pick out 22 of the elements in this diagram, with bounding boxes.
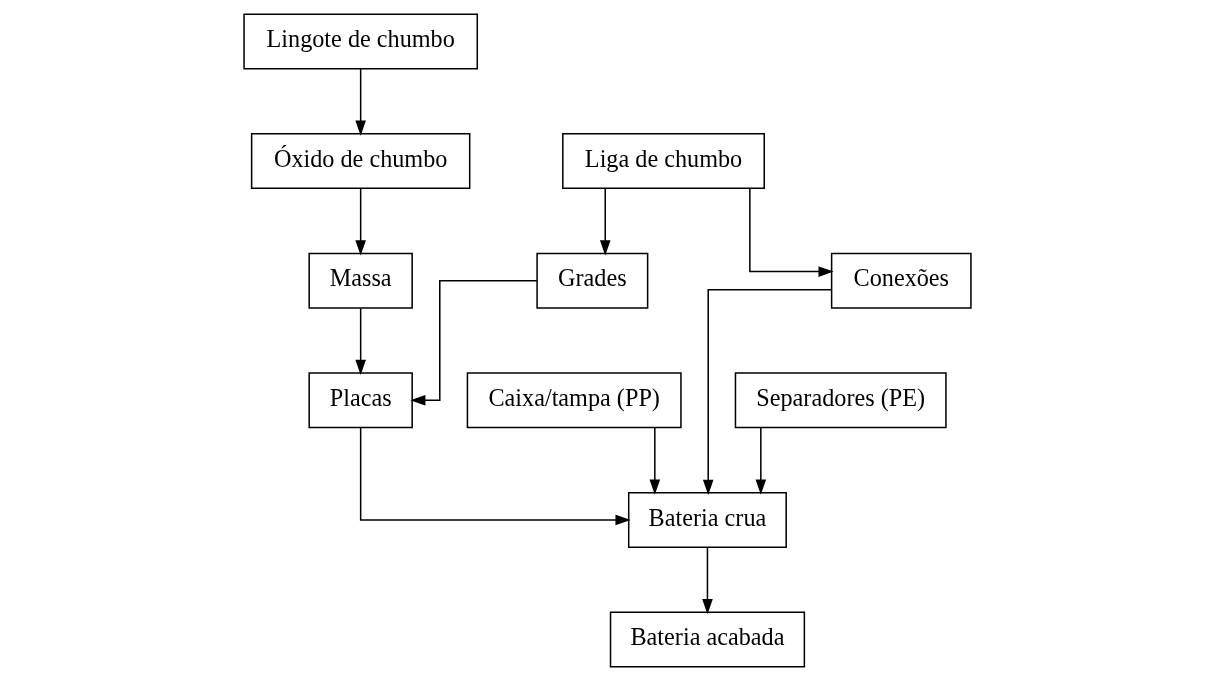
node-box: Grades <box>536 252 649 309</box>
arrow <box>649 427 661 495</box>
node-box: Conexões <box>830 252 972 309</box>
node-box: Separadores (PE) <box>734 372 947 429</box>
arrow <box>410 279 538 406</box>
node-box: Óxido de chumbo <box>250 133 471 190</box>
arrow <box>355 188 366 256</box>
arrow <box>755 427 767 495</box>
arrow <box>749 187 834 277</box>
node-box: Bateria acabada <box>609 611 806 668</box>
arrow <box>355 68 366 136</box>
arrow <box>702 546 713 615</box>
node-box: Caixa/tampa (PP) <box>466 372 682 429</box>
arrow <box>355 307 366 375</box>
arrow <box>702 289 833 495</box>
node-box: Massa <box>308 252 413 309</box>
node-box: Placas <box>308 372 413 429</box>
node-box: Bateria crua <box>627 491 787 548</box>
arrow <box>599 188 611 256</box>
arrow <box>359 427 631 526</box>
node-box: Liga de chumbo <box>562 133 765 190</box>
node-box: Lingote de chumbo <box>243 13 479 70</box>
